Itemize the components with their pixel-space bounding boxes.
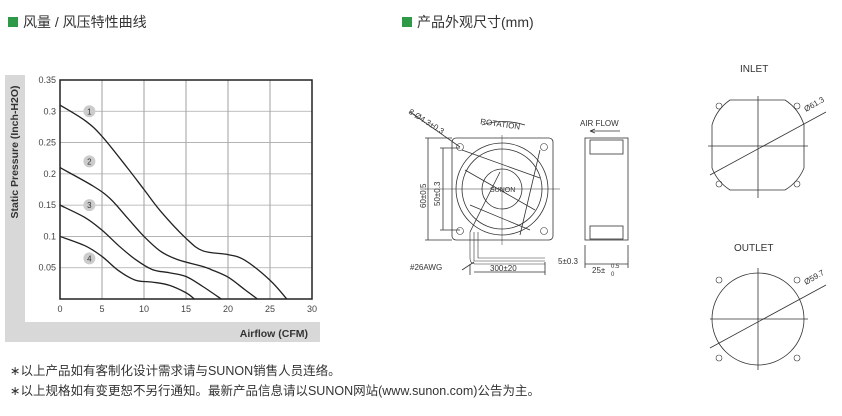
y-tick-label: 0.1 <box>43 231 56 241</box>
curve-1 <box>59 104 288 300</box>
dimension-header: 产品外观尺寸(mm) <box>402 12 534 32</box>
y-tick-label: 0.35 <box>38 75 56 85</box>
curve-2 <box>59 167 258 300</box>
inlet-label: INLET <box>740 64 768 75</box>
hole-pitch-50: 50±0.3 <box>433 181 442 206</box>
footnote-2: ∗以上规格如有变更恕不另行通知。最新产品信息请以SUNON网站(www.suno… <box>10 384 540 398</box>
y-tick-label: 0.3 <box>43 106 56 116</box>
y-tick-label: 0.2 <box>43 169 56 179</box>
fan-side-view <box>584 128 629 268</box>
curve-badge-label: 2 <box>87 157 92 166</box>
outlet-view <box>709 268 827 370</box>
mounting-hole-icons <box>715 102 801 362</box>
curve-badge <box>83 252 96 265</box>
depth: 25± <box>592 266 606 275</box>
strip-length: 5±0.3 <box>558 257 579 266</box>
inlet-view <box>708 96 827 198</box>
x-tick-label: 5 <box>99 304 104 314</box>
rotation-label: ROTATION <box>480 117 521 132</box>
brand-label: SUNON <box>490 187 515 194</box>
x-tick-label: 15 <box>181 304 191 314</box>
depth-tol-up: 0.5 <box>611 264 620 270</box>
airflow-label: AIR FLOW <box>580 119 619 128</box>
curve-badge-label: 4 <box>87 254 92 263</box>
lead-length: 300±20 <box>490 264 517 273</box>
depth-tol-down: 0 <box>611 272 615 278</box>
pq-title: 风量 / 风压特性曲线 <box>23 14 147 30</box>
green-square-icon <box>8 17 18 27</box>
x-tick-label: 10 <box>139 304 149 314</box>
x-tick-label: 0 <box>57 304 62 314</box>
fan-front-view <box>409 111 560 275</box>
x-tick-label: 30 <box>307 304 317 314</box>
curve-badge <box>83 199 96 212</box>
inlet-diameter: Ø61.3 <box>803 95 827 114</box>
outlet-label: OUTLET <box>734 243 773 254</box>
wire-gauge: #26AWG <box>410 263 442 272</box>
y-tick-label: 0.05 <box>38 263 56 273</box>
curve-4 <box>59 235 195 300</box>
x-tick-label: 25 <box>265 304 275 314</box>
footnote-1: ∗以上产品如有客制化设计需求请与SUNON销售人员连络。 <box>10 364 341 378</box>
curve-3 <box>59 204 222 300</box>
y-tick-label: 0.25 <box>38 138 56 148</box>
y-tick-label: 0.15 <box>38 200 56 210</box>
x-axis-label: Airflow (CFM) <box>240 328 308 340</box>
x-tick-label: 20 <box>223 304 233 314</box>
height-60: 60±0.5 <box>419 183 428 208</box>
outlet-diameter: Ø59.7 <box>803 268 827 287</box>
curve-badge-label: 3 <box>87 201 92 210</box>
pq-chart: 0 5 10 15 20 25 30 0.05 0.1 0.15 0.2 0.25 0.3 0.35 1 2 3… <box>5 75 320 342</box>
y-axis-label: Static Pressure (Inch-H2O) <box>9 85 21 218</box>
hole-spec: 8-Ø4.3±0.3 <box>407 107 446 136</box>
plot-area <box>59 79 313 300</box>
curve-badge <box>83 105 96 118</box>
dim-title: 产品外观尺寸(mm) <box>417 14 534 30</box>
pq-curve-header: 风量 / 风压特性曲线 <box>8 12 147 32</box>
curve-badge-label: 1 <box>87 107 92 116</box>
green-square-icon <box>402 17 412 27</box>
curve-badge <box>83 155 96 168</box>
